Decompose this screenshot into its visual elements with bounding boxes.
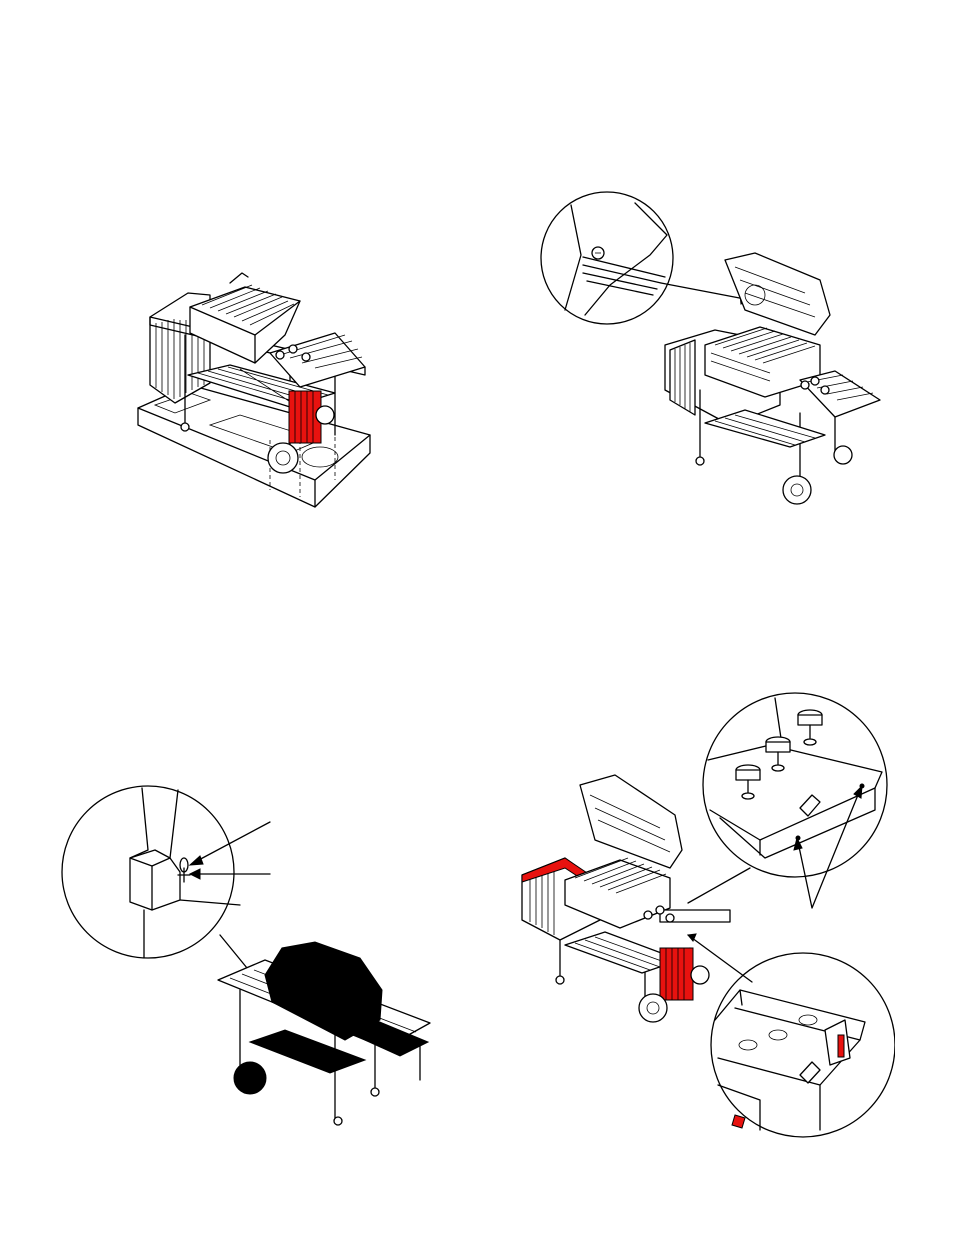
grill-in-shipping-tray-illustration (130, 265, 375, 515)
control-knob-install-detail-illustration (520, 690, 895, 1150)
grill-lid-open-detail-illustration (535, 185, 885, 515)
grill-cover-tie-detail-illustration (60, 780, 440, 1130)
